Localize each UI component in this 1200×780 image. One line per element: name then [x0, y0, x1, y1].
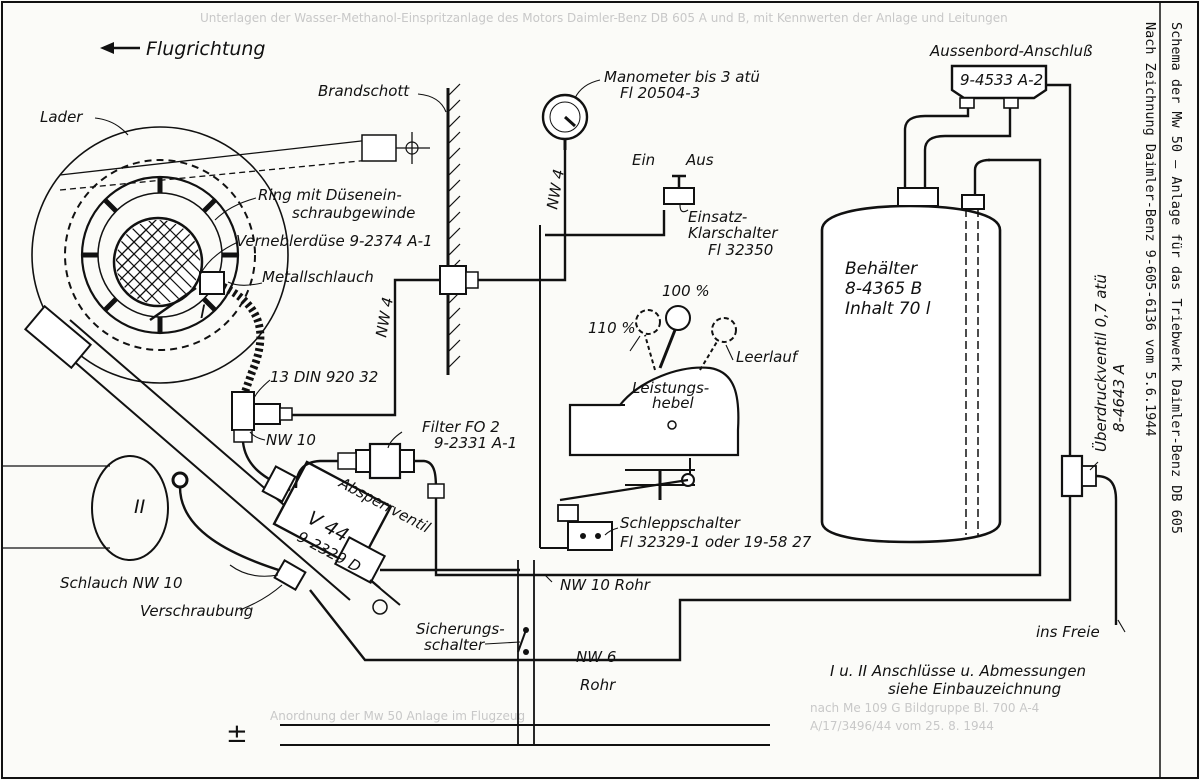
ghost-footer-right-2: A/17/3496/44 vom 25. 8. 1944: [810, 719, 994, 733]
hose-schlauch-nw10: [178, 486, 286, 574]
pipe-switch-line: [545, 210, 666, 237]
ghost-footer-right-1: nach Me 109 G Bildgruppe Bl. 700 A-4: [810, 701, 1039, 715]
label-nw10-rohr: NW 10 Rohr: [560, 576, 651, 594]
label-sicherung-1: Sicherungs-: [416, 620, 505, 638]
label-manometer: Manometer bis 3 atü: [604, 68, 760, 86]
label-verschraubung: Verschraubung: [140, 602, 253, 620]
label-ins-freie: ins Freie: [1036, 623, 1100, 641]
side-note-drawing-ref: Nach Zeichnung Daimler-Benz 9-605-6136 v…: [1142, 22, 1158, 437]
label-lader: Lader: [40, 108, 83, 126]
filter-fo2: [337, 442, 415, 480]
label-schleppschalter-1: Schleppschalter: [620, 514, 741, 532]
nozzle-fitting: [199, 271, 225, 295]
label-leerlauf: Leerlauf: [736, 348, 800, 366]
pipe-tank-fill-2: [923, 100, 1012, 188]
pipe-tank-fill-1: [903, 100, 970, 188]
label-metallschlauch: Metallschlauch: [262, 268, 374, 286]
metal-hose: [210, 278, 265, 394]
union-fitting: [273, 558, 307, 592]
connection-ii-label: II: [134, 496, 146, 518]
drag-switch-schleppschalter: [557, 504, 613, 551]
label-behaelter-1: Behälter: [845, 259, 918, 279]
label-schlauch: Schlauch NW 10: [60, 574, 183, 592]
label-brandschott: Brandschott: [318, 82, 410, 100]
pipe-filter-to-valve: [294, 459, 338, 489]
pipe-nw4-lower: [290, 278, 470, 417]
label-ring-2: schraubgewinde: [292, 204, 415, 222]
pipe-manometer-line: [470, 150, 567, 282]
label-einsatz-part: Fl 32350: [708, 241, 773, 259]
label-leistungshebel-2: hebel: [652, 394, 694, 412]
toggle-switch-ein-aus: [663, 174, 695, 205]
label-din: 13 DIN 920 32: [270, 368, 378, 386]
pipe-nw10-main: [510, 158, 1042, 577]
pipe-tank-vent: [973, 158, 991, 195]
pipe-to-atmosphere: [1095, 474, 1118, 625]
nozzle-ring-mesh: [112, 216, 204, 308]
label-aussenbord-part: 9-4533 A-2: [960, 71, 1043, 89]
label-manometer-part: Fl 20504-3: [620, 84, 700, 102]
label-ein: Ein: [632, 151, 655, 169]
external-connector-aussenbord: [950, 64, 1048, 109]
label-footnote-2: siehe Einbauzeichnung: [888, 680, 1061, 698]
firewall-brandschott: [446, 83, 461, 375]
label-ueberdruck-1: Überdruckventil 0,7 atü: [1091, 274, 1110, 452]
relief-valve-ueberdruckventil: [1060, 454, 1097, 498]
label-einsatz-1: Einsatz-: [688, 208, 747, 226]
label-nw4-lower: NW 4: [372, 296, 397, 339]
label-110-percent: 110 %: [588, 319, 636, 337]
flight-direction-arrow: [100, 42, 140, 54]
label-behaelter-3: Inhalt 70 l: [845, 299, 931, 319]
label-einsatz-2: Klarschalter: [688, 224, 778, 242]
pressure-gauge-manometer: [541, 93, 589, 150]
side-note-title: Schema der Mw 50 – Anlage für das Triebw…: [1168, 22, 1184, 534]
label-nw6: NW 6: [576, 648, 616, 666]
throttle-quadrant-leistungshebel: [559, 305, 740, 502]
label-behaelter-2: 8-4365 B: [845, 279, 922, 299]
connection-i-label: I: [200, 301, 206, 323]
plus-minus-symbol: ±: [226, 719, 248, 749]
label-aus: Aus: [685, 151, 714, 169]
power-bus: [280, 724, 770, 746]
label-rohr: Rohr: [580, 676, 616, 694]
label-footnote-1: I u. II Anschlüsse u. Abmessungen: [830, 662, 1086, 680]
tee-fitting-din: [231, 391, 293, 443]
duct-connection-ii: [2, 455, 189, 561]
label-filter-2: 9-2331 A-1: [434, 434, 517, 452]
shutoff-valve-v44: [261, 460, 401, 606]
ghost-heading: Unterlagen der Wasser-Methanol-Einspritz…: [200, 11, 1008, 25]
label-ring-1: Ring mit Düsenein-: [258, 186, 402, 204]
flight-direction-label: Flugrichtung: [146, 38, 265, 60]
filter-outlet-fitting: [427, 483, 445, 499]
supercharger-lader: [31, 126, 289, 384]
label-aussenbord: Aussenbord-Anschluß: [929, 42, 1092, 60]
tank-behaelter: [820, 187, 1002, 544]
pipe-to-nozzle: [149, 287, 197, 321]
label-nw10: NW 10: [266, 431, 316, 449]
label-schleppschalter-2: Fl 32329-1 oder 19-58 27: [620, 533, 812, 551]
label-duese: Verneblerdüse 9-2374 A-1: [236, 232, 433, 250]
label-100-percent: 100 %: [662, 282, 710, 300]
circuit-breaker-sicherungsschalter: [517, 225, 600, 745]
pipe-nw6-rohr: [309, 83, 1072, 662]
label-leistungshebel-1: Leistungs-: [632, 379, 709, 397]
intake-duct-lines: [59, 132, 430, 191]
label-sicherung-2: schalter: [424, 636, 485, 654]
leader-lines: [94, 79, 1126, 645]
ghost-footer-left: Anordnung der Mw 50 Anlage im Flugzeug: [270, 709, 525, 723]
label-ueberdruck-2: 8-4643 A: [1110, 364, 1128, 432]
label-filter-1: Filter FO 2: [422, 418, 500, 436]
tee-fitting-firewall: [439, 265, 479, 295]
